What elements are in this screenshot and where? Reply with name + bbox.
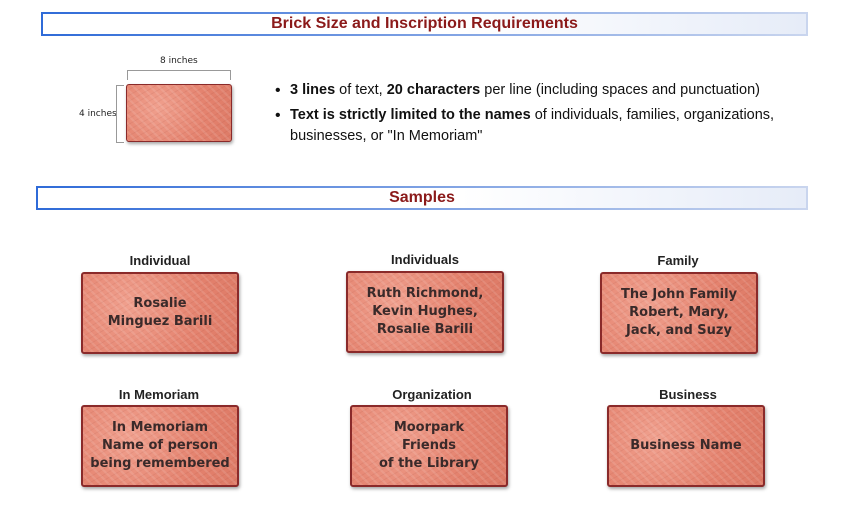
requirement-item: 3 lines of text, 20 characters per line …: [275, 80, 795, 101]
brick-inscription: Ruth Richmond,Kevin Hughes,Rosalie Baril…: [366, 286, 484, 337]
requirements-title: Brick Size and Inscription Requirements: [271, 15, 578, 32]
sample-label-business: Business: [659, 387, 717, 402]
width-dimension-line: [127, 70, 230, 71]
width-dimension-tick-left: [127, 70, 128, 80]
width-label: 8 inches: [160, 56, 198, 66]
requirements-banner: Brick Size and Inscription Requirements: [41, 12, 808, 36]
samples-banner: Samples: [36, 186, 808, 210]
requirement-item: Text is strictly limited to the names of…: [275, 105, 795, 147]
height-dimension-line: [116, 85, 117, 142]
width-dimension-tick-right: [230, 70, 231, 80]
sample-label-family: Family: [657, 253, 699, 268]
sample-label-individuals: Individuals: [391, 252, 459, 267]
sample-label-in-memoriam: In Memoriam: [118, 387, 200, 402]
sample-label-individual: Individual: [129, 253, 191, 268]
height-dimension-tick-bottom: [116, 142, 124, 143]
height-dimension-tick-top: [116, 85, 124, 86]
sample-brick-business: Business Name: [607, 405, 765, 487]
sample-label-organization: Organization: [392, 387, 472, 402]
samples-title: Samples: [389, 189, 455, 206]
brick-inscription: Business Name: [630, 438, 742, 453]
requirements-list: 3 lines of text, 20 characters per line …: [275, 80, 795, 151]
sample-brick-individuals: Ruth Richmond,Kevin Hughes,Rosalie Baril…: [346, 271, 504, 353]
brick-size-diagram: [126, 84, 232, 142]
height-label: 4 inches: [79, 109, 117, 119]
